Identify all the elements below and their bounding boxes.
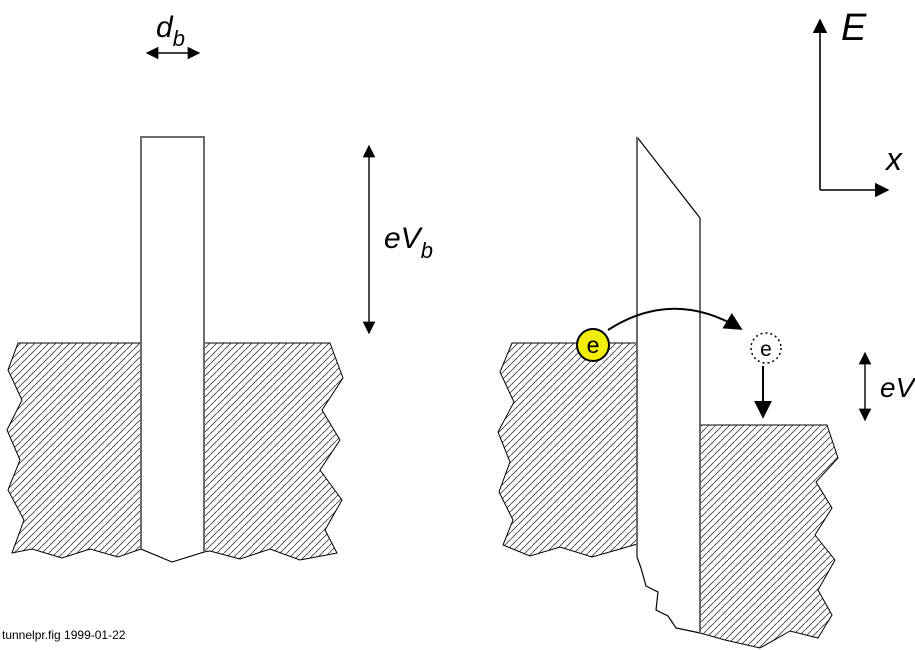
barrier-width-label: db — [156, 11, 185, 51]
energy-position-axes: E x — [812, 7, 903, 198]
right-barrier-top-slope — [636, 136, 701, 219]
tunneled-electron-label: e — [760, 338, 772, 361]
left-barrier-edges — [140, 136, 205, 552]
figure-footer-text: tunnelpr.fig 1999-01-22 — [2, 628, 126, 642]
left-panel: db eVb — [6, 11, 433, 563]
right-barrier-strip — [637, 137, 700, 633]
electron-label: e — [587, 332, 600, 358]
left-barrier-bottom-notch — [140, 548, 205, 563]
bias-label: eV — [880, 372, 915, 403]
left-barrier-strip — [141, 137, 204, 562]
right-panel: e e eV — [497, 136, 915, 649]
position-axis-label: x — [884, 141, 903, 177]
tunneled-electron-circle — [750, 332, 782, 364]
energy-axis-label: E — [841, 7, 867, 49]
right-barrier-bottom-jagged-edge — [636, 556, 701, 634]
right-source-hatched-block — [497, 342, 638, 558]
tunneling-arc-arrow — [607, 307, 743, 331]
barrier-height-label: eVb — [384, 222, 433, 263]
electron-circle — [576, 328, 610, 362]
right-drain-hatched-block — [699, 424, 839, 649]
